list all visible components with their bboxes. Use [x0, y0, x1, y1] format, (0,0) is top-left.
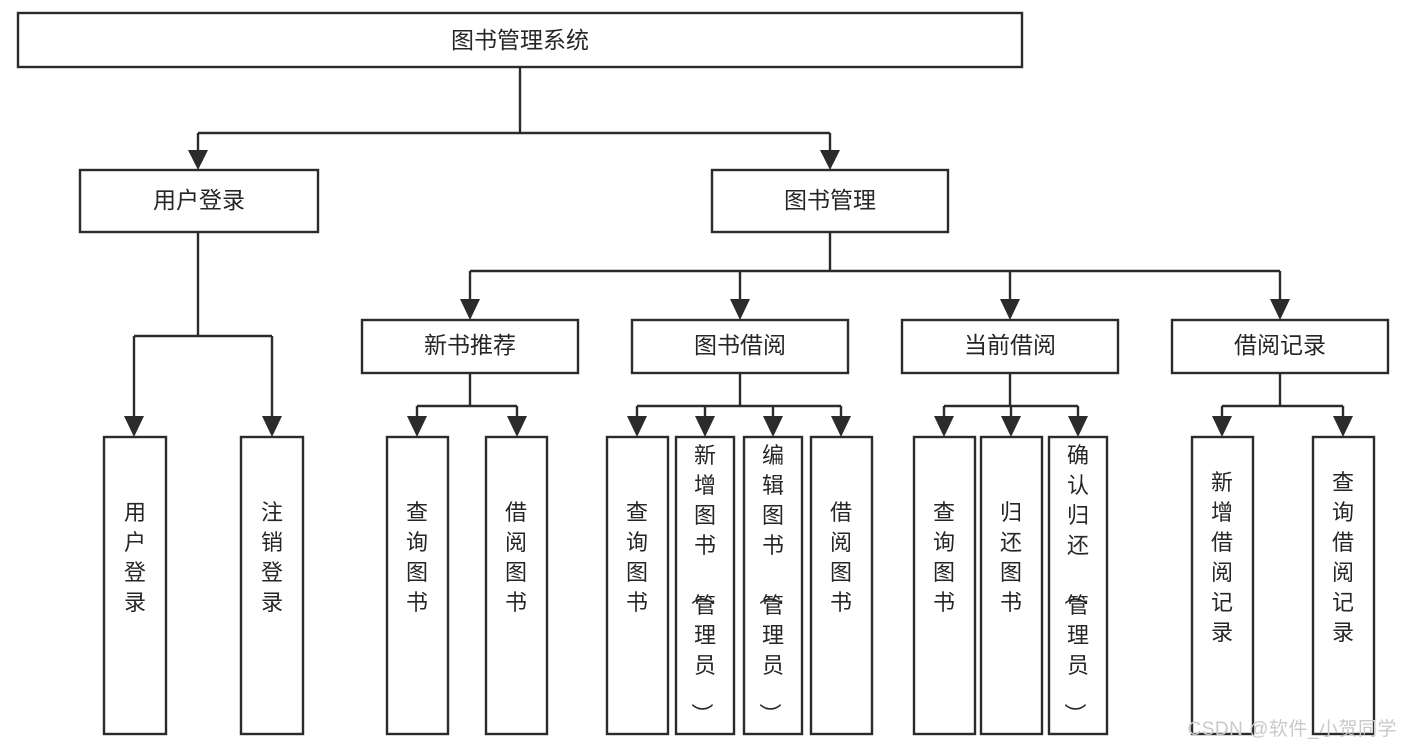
node-new-book-recommend[interactable]: 新书推荐: [360, 318, 580, 375]
node-leaf-borrow-book-2[interactable]: 借阅图书: [809, 435, 874, 736]
node-leaf-add-book[interactable]: 新增图书（管理员）: [674, 435, 736, 736]
node-leaf-return-book-label: 归还图书: [1000, 500, 1022, 615]
arrowhead-leaf-edit-book: [763, 416, 783, 437]
node-book-manage-label: 图书管理: [784, 187, 876, 213]
node-leaf-add-record[interactable]: 新增借阅记录: [1190, 435, 1255, 736]
node-leaf-confirm-return-box[interactable]: [1047, 435, 1109, 736]
arrowhead-leaf-borrow-book-2: [831, 416, 851, 437]
node-leaf-add-book-label: 新增图书（管理员）: [689, 443, 716, 725]
arrowhead-current-borrow: [1000, 299, 1020, 320]
node-leaf-confirm-return[interactable]: 确认归还（管理员）: [1047, 435, 1109, 736]
node-leaf-add-record-label: 新增借阅记录: [1211, 470, 1233, 645]
arrowhead-leaf-user-logout: [262, 416, 282, 437]
arrowhead-leaf-add-record: [1212, 416, 1232, 437]
node-leaf-user-logout[interactable]: 注销登录: [239, 435, 305, 736]
node-root-box[interactable]: [16, 11, 1024, 69]
node-leaf-query-book-3-label: 查询图书: [933, 500, 955, 615]
node-leaf-user-logout-box[interactable]: [239, 435, 305, 736]
node-leaf-return-book-box[interactable]: [979, 435, 1044, 736]
arrowhead-leaf-query-book-1: [407, 416, 427, 437]
node-root[interactable]: 图书管理系统: [16, 11, 1024, 69]
arrowhead-leaf-query-book-2: [627, 416, 647, 437]
node-current-borrow-label: 当前借阅: [964, 332, 1056, 358]
node-book-manage[interactable]: 图书管理: [710, 168, 950, 234]
arrowhead-book-borrow: [730, 299, 750, 320]
node-leaf-user-login[interactable]: 用户登录: [102, 435, 168, 736]
node-leaf-edit-book-box[interactable]: [742, 435, 804, 736]
node-leaf-user-login-box[interactable]: [102, 435, 168, 736]
arrowhead-leaf-borrow-book-1: [507, 416, 527, 437]
arrowhead-leaf-query-record: [1333, 416, 1353, 437]
node-current-borrow[interactable]: 当前借阅: [900, 318, 1120, 375]
node-new-book-recommend-box[interactable]: [360, 318, 580, 375]
node-leaf-query-book-2-box[interactable]: [605, 435, 670, 736]
node-leaf-query-record[interactable]: 查询借阅记录: [1311, 435, 1376, 736]
arrowhead-leaf-query-book-3: [934, 416, 954, 437]
node-leaf-query-book-3[interactable]: 查询图书: [912, 435, 977, 736]
arrowhead-leaf-add-book: [695, 416, 715, 437]
arrowhead-new-book-recommend: [460, 299, 480, 320]
node-leaf-query-book-2-label: 查询图书: [626, 500, 648, 615]
node-leaf-user-login-label: 用户登录: [124, 500, 146, 615]
arrowhead-leaf-user-login: [124, 416, 144, 437]
arrowhead-book-manage: [820, 150, 840, 170]
node-root-label: 图书管理系统: [451, 27, 589, 53]
node-leaf-return-book[interactable]: 归还图书: [979, 435, 1044, 736]
node-leaf-borrow-book-1-label: 借阅图书: [505, 500, 527, 615]
node-leaf-edit-book-label: 编辑图书（管理员）: [757, 443, 784, 725]
node-leaf-query-record-label: 查询借阅记录: [1332, 470, 1354, 645]
node-book-borrow-box[interactable]: [630, 318, 850, 375]
node-leaf-confirm-return-label: 确认归还（管理员）: [1062, 443, 1089, 725]
node-borrow-record[interactable]: 借阅记录: [1170, 318, 1390, 375]
node-leaf-query-book-1[interactable]: 查询图书: [385, 435, 450, 736]
node-leaf-query-book-1-box[interactable]: [385, 435, 450, 736]
node-leaf-query-book-2[interactable]: 查询图书: [605, 435, 670, 736]
node-leaf-query-book-1-label: 查询图书: [406, 500, 428, 615]
node-leaf-query-book-3-box[interactable]: [912, 435, 977, 736]
node-leaf-edit-book[interactable]: 编辑图书（管理员）: [742, 435, 804, 736]
arrowhead-leaf-confirm-return: [1068, 416, 1088, 437]
node-book-borrow[interactable]: 图书借阅: [630, 318, 850, 375]
node-book-borrow-label: 图书借阅: [694, 332, 786, 358]
arrowhead-borrow-record: [1270, 299, 1290, 320]
node-new-book-recommend-label: 新书推荐: [424, 332, 516, 358]
node-leaf-borrow-book-1[interactable]: 借阅图书: [484, 435, 549, 736]
node-leaf-query-record-box[interactable]: [1311, 435, 1376, 736]
node-book-manage-box[interactable]: [710, 168, 950, 234]
node-user-login-label: 用户登录: [153, 187, 245, 213]
node-leaf-add-book-box[interactable]: [674, 435, 736, 736]
node-leaf-add-record-box[interactable]: [1190, 435, 1255, 736]
node-leaf-borrow-book-2-label: 借阅图书: [830, 500, 852, 615]
node-current-borrow-box[interactable]: [900, 318, 1120, 375]
node-borrow-record-box[interactable]: [1170, 318, 1390, 375]
node-user-login[interactable]: 用户登录: [78, 168, 320, 234]
node-borrow-record-label: 借阅记录: [1234, 332, 1326, 358]
node-leaf-borrow-book-2-box[interactable]: [809, 435, 874, 736]
node-leaf-user-logout-label: 注销登录: [261, 500, 283, 615]
node-leaf-borrow-book-1-box[interactable]: [484, 435, 549, 736]
connector-layer: [124, 67, 1353, 437]
arrowhead-user-login: [188, 150, 208, 170]
node-user-login-box[interactable]: [78, 168, 320, 234]
arrowhead-leaf-return-book: [1001, 416, 1021, 437]
